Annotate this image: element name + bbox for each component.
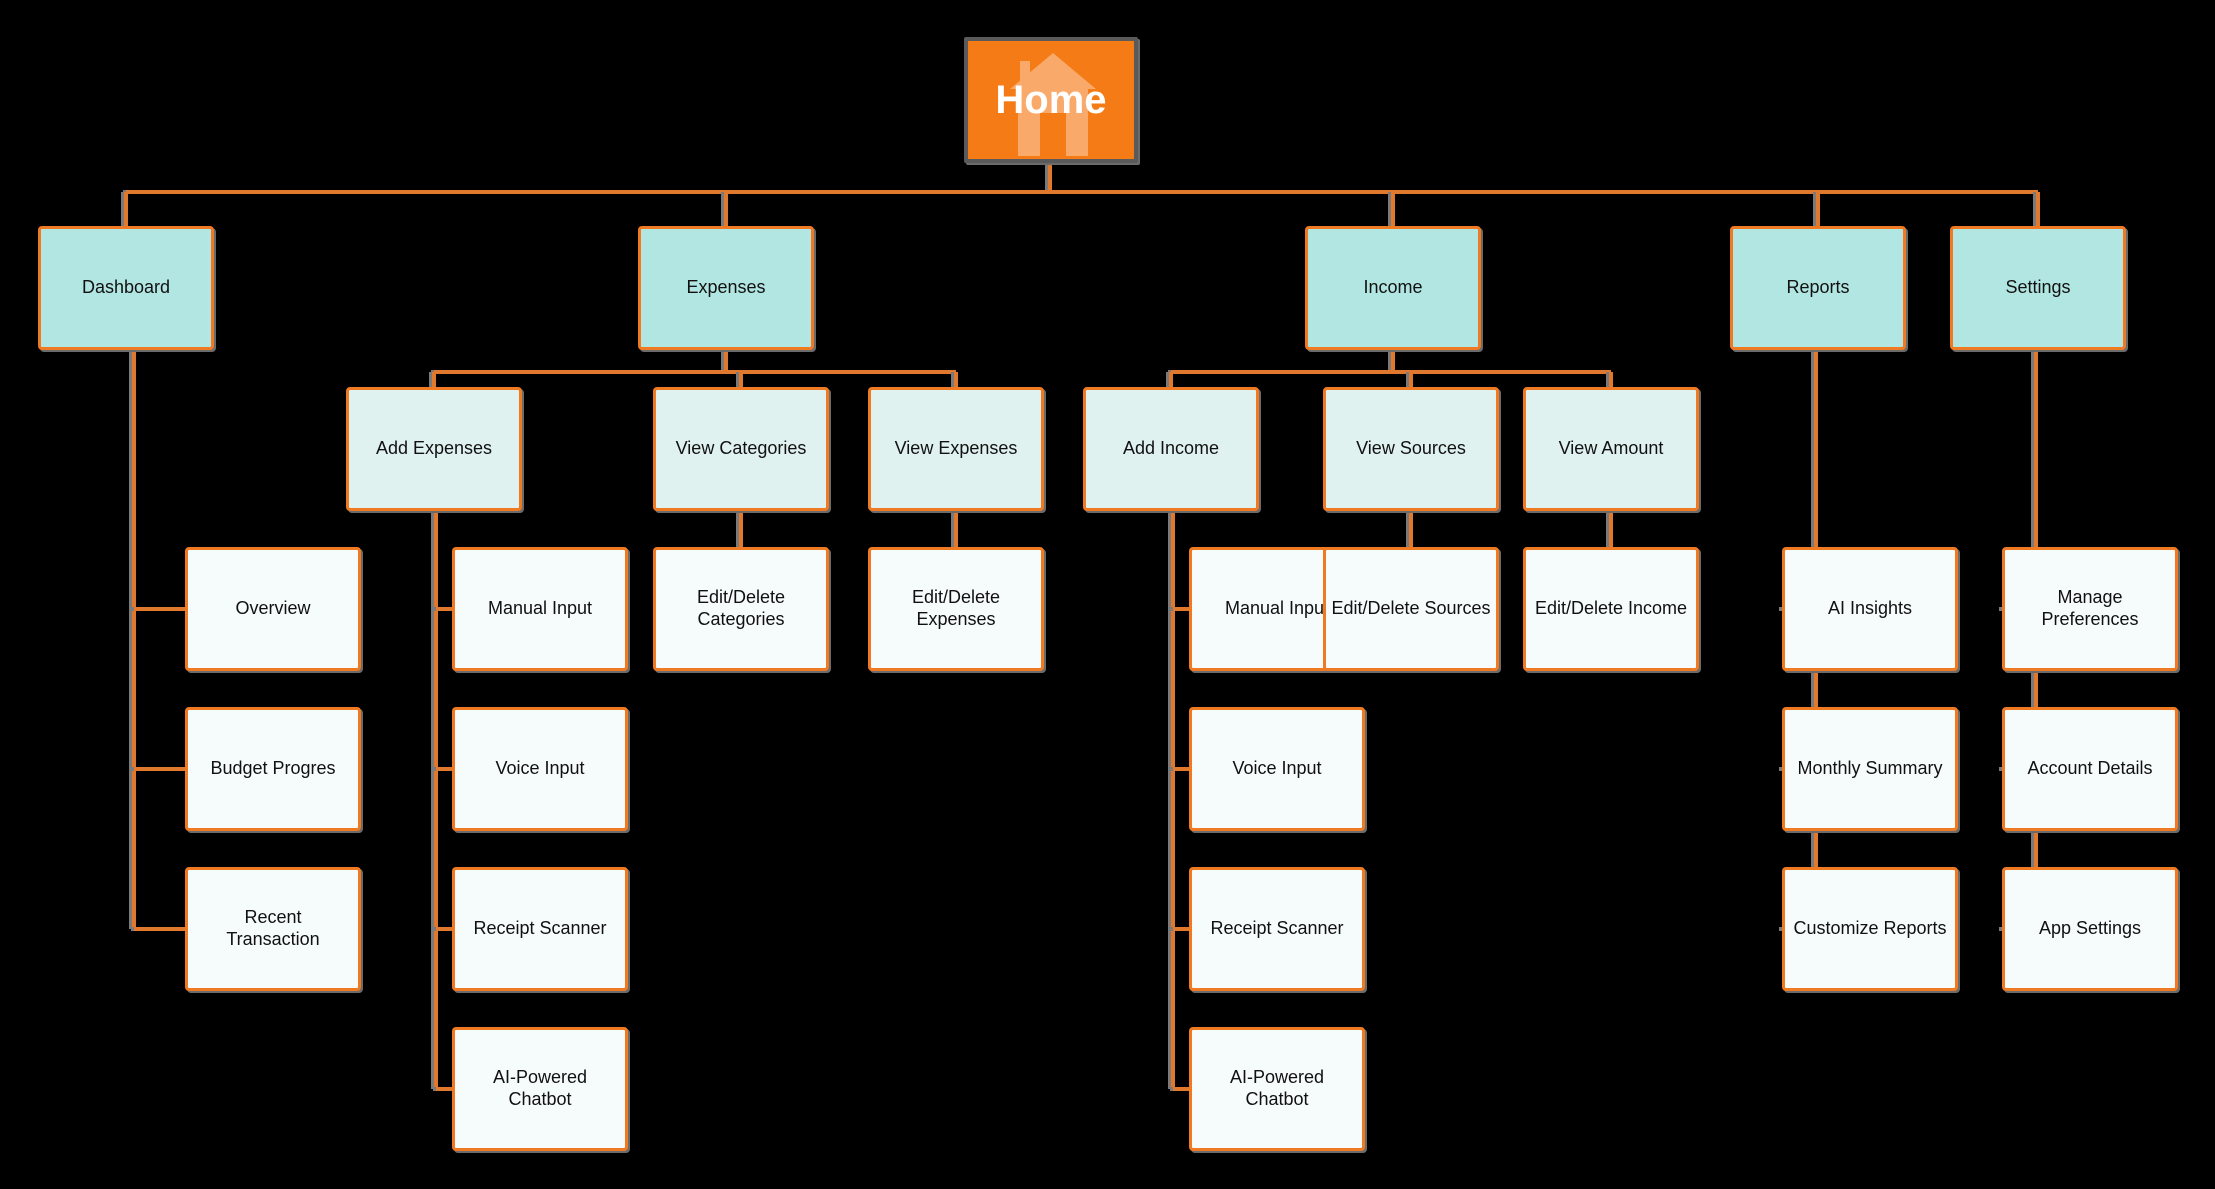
item-voice-input[interactable]: Voice Input: [452, 707, 628, 831]
item-ai-powered-chatbot[interactable]: AI-Powered Chatbot: [452, 1027, 628, 1151]
item-ai-insights[interactable]: AI Insights: [1782, 547, 1958, 671]
item-manual-input[interactable]: Manual Input: [452, 547, 628, 671]
item-monthly-summary[interactable]: Monthly Summary: [1782, 707, 1958, 831]
node-view-expenses[interactable]: View Expenses: [868, 387, 1044, 511]
item-manage-preferences[interactable]: Manage Preferences: [2002, 547, 2178, 671]
item-edit-delete-income[interactable]: Edit/Delete Income: [1523, 547, 1699, 671]
node-view-amount[interactable]: View Amount: [1523, 387, 1699, 511]
item-edit-delete-expenses[interactable]: Edit/Delete Expenses: [868, 547, 1044, 671]
item-recent-transaction[interactable]: Recent Transaction: [185, 867, 361, 991]
section-income[interactable]: Income: [1305, 226, 1481, 350]
node-add-expenses[interactable]: Add Expenses: [346, 387, 522, 511]
section-settings[interactable]: Settings: [1950, 226, 2126, 350]
house-icon: [1010, 53, 1096, 156]
item-edit-delete-categories[interactable]: Edit/Delete Categories: [653, 547, 829, 671]
home-label: Home: [995, 78, 1107, 122]
item-account-details[interactable]: Account Details: [2002, 707, 2178, 831]
item-voice-input[interactable]: Voice Input: [1189, 707, 1365, 831]
item-ai-powered-chatbot[interactable]: AI-Powered Chatbot: [1189, 1027, 1365, 1151]
item-budget-progres[interactable]: Budget Progres: [185, 707, 361, 831]
item-overview[interactable]: Overview: [185, 547, 361, 671]
home-node[interactable]: Home: [964, 37, 1138, 163]
item-receipt-scanner[interactable]: Receipt Scanner: [452, 867, 628, 991]
item-app-settings[interactable]: App Settings: [2002, 867, 2178, 991]
node-add-income[interactable]: Add Income: [1083, 387, 1259, 511]
item-receipt-scanner[interactable]: Receipt Scanner: [1189, 867, 1365, 991]
section-dashboard[interactable]: Dashboard: [38, 226, 214, 350]
node-view-sources[interactable]: View Sources: [1323, 387, 1499, 511]
node-view-categories[interactable]: View Categories: [653, 387, 829, 511]
section-expenses[interactable]: Expenses: [638, 226, 814, 350]
item-edit-delete-sources[interactable]: Edit/Delete Sources: [1323, 547, 1499, 671]
item-customize-reports[interactable]: Customize Reports: [1782, 867, 1958, 991]
section-reports[interactable]: Reports: [1730, 226, 1906, 350]
